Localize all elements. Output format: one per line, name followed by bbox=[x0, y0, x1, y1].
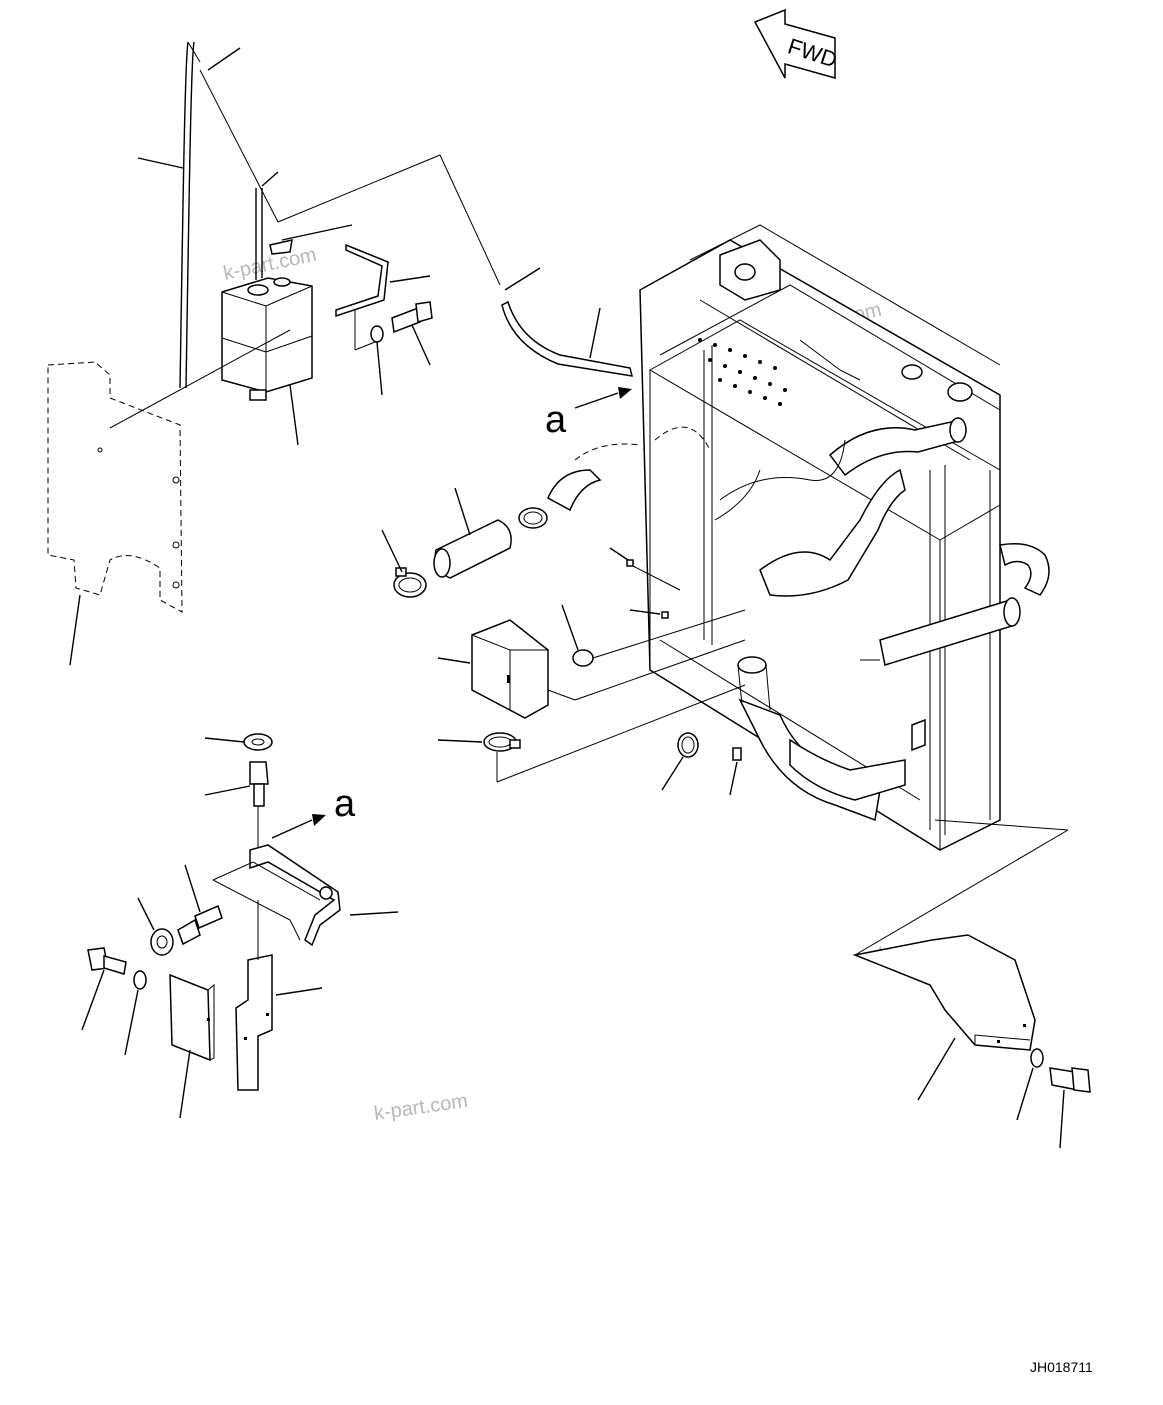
hose-clamp-4 bbox=[437, 684, 746, 783]
cover-washer bbox=[1016, 1048, 1044, 1121]
straight-hose bbox=[433, 487, 512, 579]
hose-clamp-2 bbox=[518, 507, 548, 529]
guard-plate bbox=[169, 973, 215, 1119]
view-marker-a-bottom: a bbox=[334, 783, 356, 825]
lower-right-cover bbox=[852, 934, 1036, 1101]
radiator-assembly bbox=[574, 224, 1050, 851]
hose-clamp-1 bbox=[381, 529, 427, 598]
small-screws bbox=[609, 547, 681, 619]
bolt-and-washer bbox=[370, 301, 433, 396]
hose-clamp-5 bbox=[661, 732, 699, 791]
lower-bracket bbox=[212, 844, 399, 947]
cover-bolt bbox=[1049, 1067, 1091, 1149]
view-marker-a-top: a bbox=[545, 399, 567, 441]
fwd-direction-arrow: FWD bbox=[753, 8, 840, 79]
support-plate bbox=[235, 900, 323, 1091]
tank-to-radiator-hose bbox=[501, 300, 634, 377]
sponge-block bbox=[437, 619, 549, 719]
plate-washer bbox=[124, 970, 147, 1056]
tank-bracket bbox=[335, 243, 431, 351]
reserve-tank bbox=[221, 277, 313, 446]
bracket-grommet bbox=[137, 897, 174, 956]
grommet-top bbox=[204, 733, 273, 751]
plate-bolt bbox=[81, 947, 127, 1031]
stud-bolt bbox=[204, 761, 269, 807]
hose-elbow-end bbox=[547, 469, 602, 512]
drawing-code: JH018711 bbox=[1030, 1359, 1093, 1375]
watermark-4: k-part.com bbox=[373, 1090, 470, 1125]
left-mounting-plate bbox=[47, 329, 291, 666]
drain-fitting bbox=[729, 747, 742, 796]
panel-dots bbox=[698, 338, 787, 406]
hose-clamp-3 bbox=[547, 604, 746, 701]
overflow-pipe bbox=[137, 41, 201, 389]
bracket-bolt bbox=[177, 864, 223, 946]
